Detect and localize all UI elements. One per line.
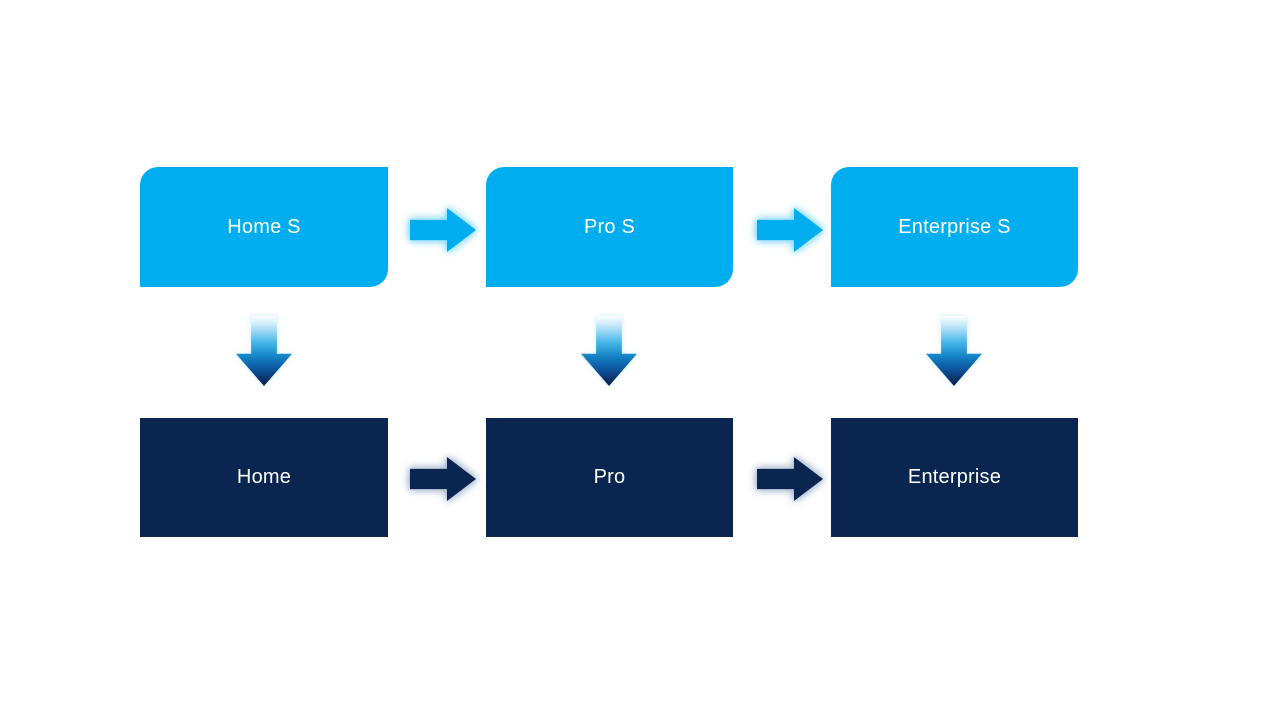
- box-label: Pro: [593, 466, 626, 488]
- right-arrow-icon: [410, 457, 476, 501]
- box-pro: Pro: [486, 418, 733, 537]
- down-arrow-shape: [236, 316, 292, 386]
- box-label: Home S: [227, 215, 301, 238]
- right-arrow-shape: [410, 208, 476, 252]
- down-arrow-icon: [926, 316, 982, 386]
- box-label: Enterprise: [907, 466, 1002, 488]
- right-arrow-icon: [410, 208, 476, 252]
- down-arrow-icon: [236, 316, 292, 386]
- right-arrow-shape: [757, 457, 823, 501]
- down-arrow-shape: [581, 316, 637, 386]
- box-home: Home: [140, 418, 388, 537]
- right-arrow-icon: [757, 457, 823, 501]
- box-enterprise: Enterprise: [831, 418, 1078, 537]
- right-arrow-shape: [757, 208, 823, 252]
- box-label: Pro S: [583, 215, 636, 238]
- down-arrow-icon: [581, 316, 637, 386]
- box-label: Home: [236, 466, 292, 488]
- box-label: Enterprise S: [898, 215, 1011, 238]
- down-arrow-shape: [926, 316, 982, 386]
- box-pro-s: Pro S: [486, 167, 733, 287]
- box-home-s: Home S: [140, 167, 388, 287]
- right-arrow-shape: [410, 457, 476, 501]
- right-arrow-icon: [757, 208, 823, 252]
- box-enterprise-s: Enterprise S: [831, 167, 1078, 287]
